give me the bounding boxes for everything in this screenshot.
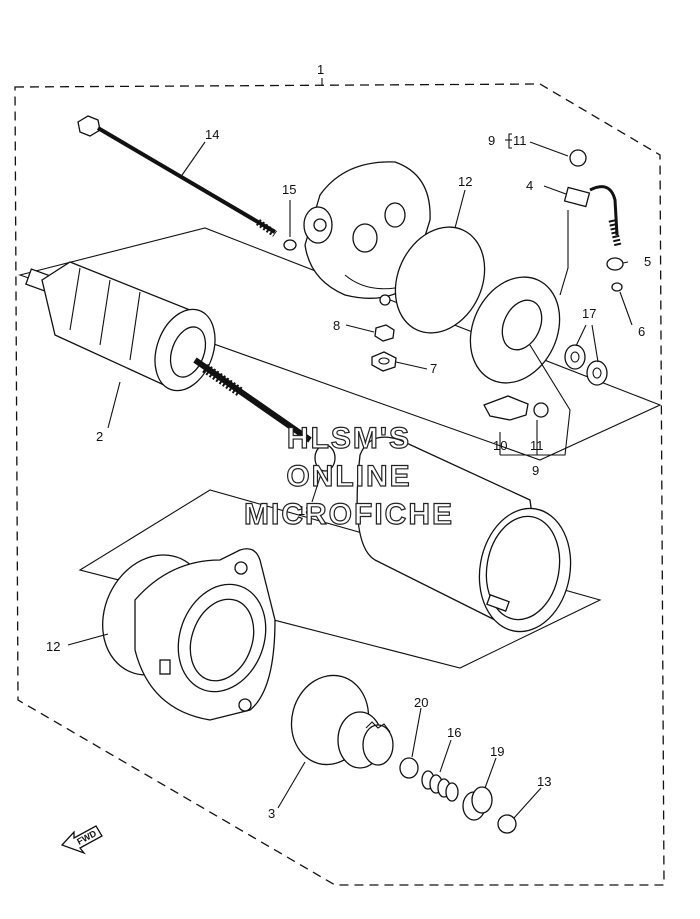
spring-16 (421, 770, 459, 802)
brush-holder (483, 395, 549, 421)
washer-17a-hole (570, 351, 580, 363)
watermark-line-1: HLSM'S (287, 422, 411, 455)
circlip-13 (497, 814, 517, 834)
circlip-20 (399, 757, 419, 779)
label-6: 6 (638, 324, 645, 339)
collar-19 (462, 786, 493, 821)
through-bolt (77, 115, 278, 237)
label-18: 18 (298, 503, 312, 518)
label-9-top: 9 (488, 133, 495, 148)
watermark: HLSM'S ONLINE MICROFICHE (243, 421, 454, 531)
nut-7 (371, 351, 397, 372)
leader-lines (67, 133, 633, 819)
label-12-lower: 12 (46, 639, 60, 654)
label-17: 17 (582, 306, 596, 321)
o-ring-12-upper (394, 226, 486, 334)
label-13: 13 (537, 774, 551, 789)
label-19: 19 (490, 744, 504, 759)
lead-wire-terminal (563, 185, 622, 247)
label-11-top: 11 (513, 133, 527, 148)
armature-frame (18, 227, 662, 461)
o-ring-6 (611, 282, 623, 292)
yoke-housing (356, 436, 572, 633)
label-7: 7 (430, 361, 437, 376)
watermark-line-3: MICROFICHE (244, 498, 454, 531)
washer-17b (586, 360, 608, 386)
callout-labels: 1 14 15 12 9 11 4 5 6 17 8 7 2 10 11 9 1… (46, 62, 651, 821)
label-16: 16 (447, 725, 461, 740)
washer-17a (564, 344, 586, 370)
label-2: 2 (96, 429, 103, 444)
label-8: 8 (333, 318, 340, 333)
housing-frame (78, 489, 602, 669)
label-10: 10 (493, 438, 507, 453)
washer-17b-hole (592, 367, 602, 379)
label-9-bottom: 9 (532, 463, 539, 478)
o-ring-15 (283, 239, 297, 251)
starter-clutch-gear (290, 674, 394, 769)
fwd-arrow-icon: FWD (60, 825, 103, 855)
spring-clip-11 (569, 149, 587, 167)
assembly-boundary (14, 83, 665, 886)
front-cover (303, 161, 431, 306)
label-14: 14 (205, 127, 219, 142)
label-1: 1 (317, 62, 324, 77)
label-11-bottom: 11 (530, 438, 544, 453)
washer-5 (606, 257, 624, 271)
label-4: 4 (526, 178, 533, 193)
label-15: 15 (282, 182, 296, 197)
washer-18 (314, 444, 336, 472)
label-5: 5 (644, 254, 651, 269)
label-20: 20 (414, 695, 428, 710)
watermark-line-2: ONLINE (286, 460, 411, 493)
label-3: 3 (268, 806, 275, 821)
armature (25, 261, 312, 443)
label-12-upper: 12 (458, 174, 472, 189)
rear-cover (134, 548, 276, 721)
nut-7-hole (378, 357, 390, 365)
nut-8 (374, 324, 395, 342)
